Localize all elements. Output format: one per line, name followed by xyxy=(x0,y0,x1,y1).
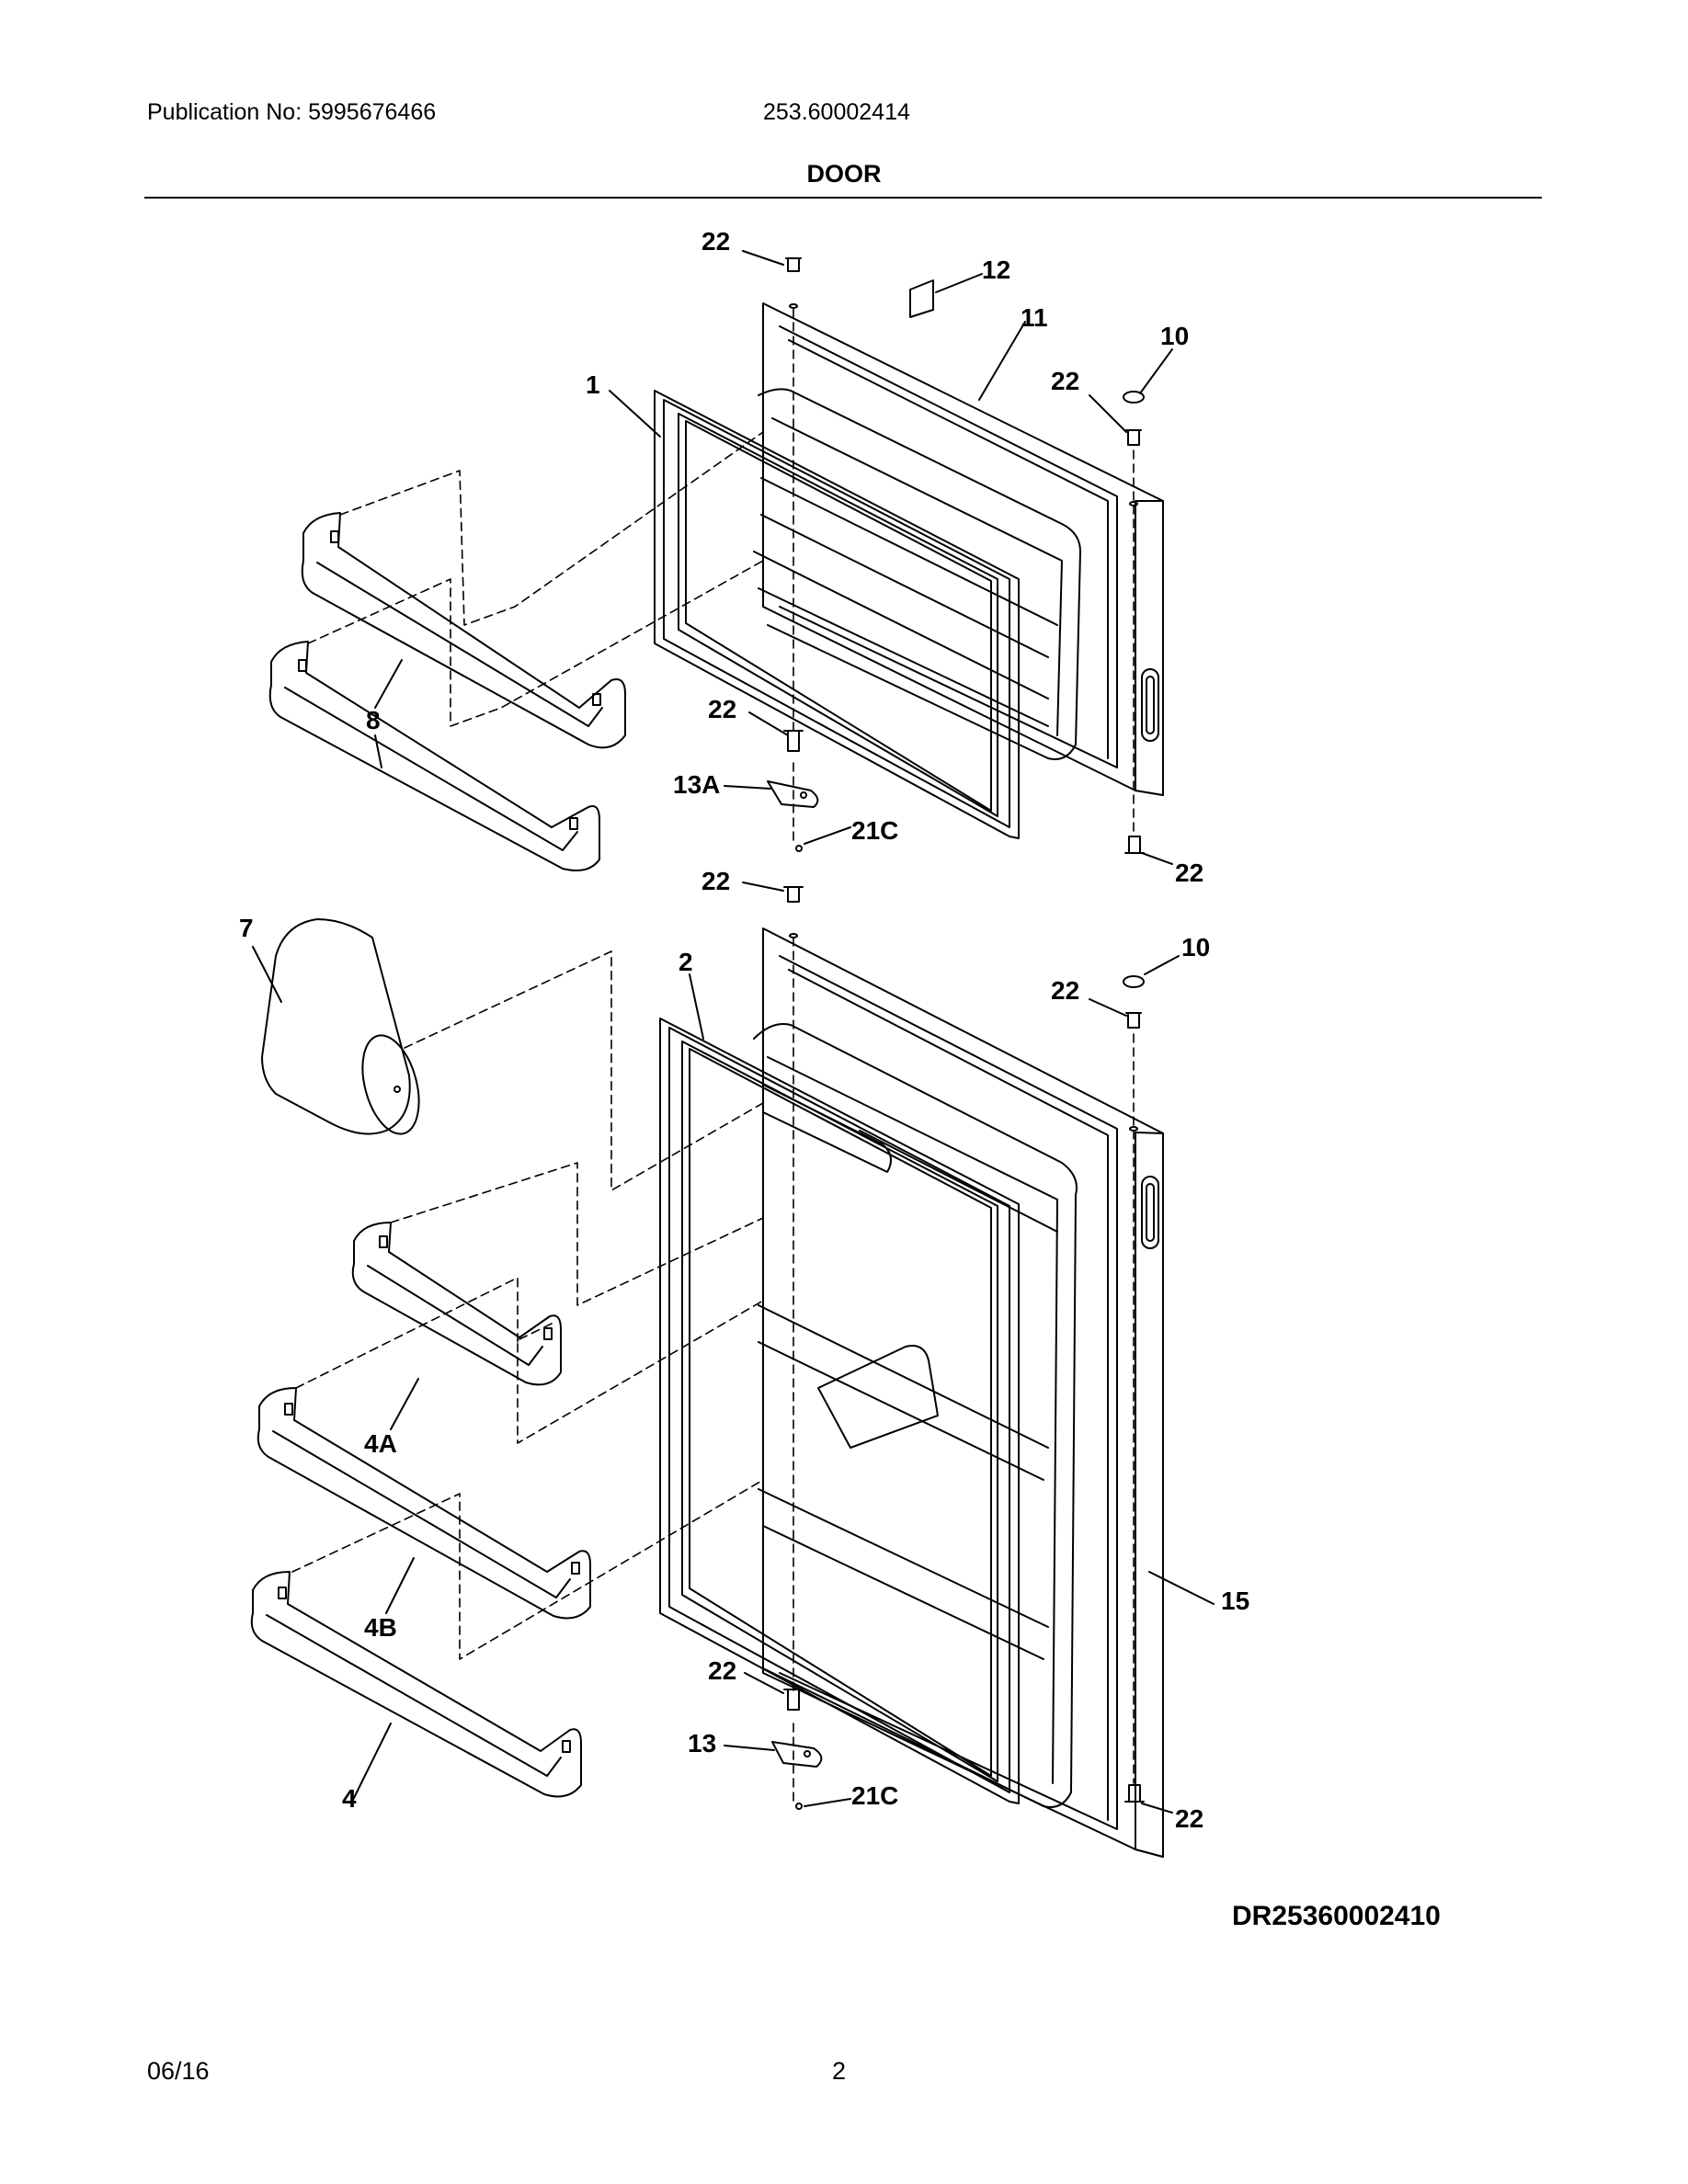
footer-date: 06/16 xyxy=(147,2057,210,2085)
freezer-door-gasket xyxy=(654,390,1020,839)
fresh-food-door-gasket xyxy=(659,1018,1020,1804)
callout-leaders xyxy=(252,250,1215,1814)
fresh-food-assembly-guides xyxy=(291,937,1135,1803)
fresh-food-door-shelves xyxy=(250,1222,591,1798)
callout-22: 22 xyxy=(1051,976,1080,1005)
callout-13a: 13A xyxy=(673,770,721,799)
callout-2: 2 xyxy=(679,948,693,976)
model-number: 253.60002414 xyxy=(763,99,910,125)
freezer-door-panel xyxy=(753,302,1164,796)
callout-22: 22 xyxy=(1175,1804,1204,1833)
callout-8: 8 xyxy=(366,706,381,734)
callout-4: 4 xyxy=(342,1784,357,1813)
freezer-assembly-guides xyxy=(307,308,1135,845)
callout-11: 11 xyxy=(1021,303,1048,332)
publication-number: Publication No: 5995676466 xyxy=(147,99,437,125)
callout-21c: 21C xyxy=(851,816,899,845)
fresh-food-hinge-hardware xyxy=(771,886,1145,1810)
callout-10: 10 xyxy=(1181,933,1211,961)
callout-10: 10 xyxy=(1160,322,1190,350)
freezer-hinge-hardware xyxy=(767,257,1145,854)
callout-4a: 4A xyxy=(364,1429,397,1458)
freezer-door-shelves xyxy=(268,512,626,871)
callout-22: 22 xyxy=(708,1656,737,1685)
callout-12: 12 xyxy=(982,256,1011,284)
callout-22: 22 xyxy=(1175,859,1204,887)
callout-15: 15 xyxy=(1221,1587,1250,1615)
callout-1: 1 xyxy=(586,370,600,399)
callout-22: 22 xyxy=(701,227,731,256)
page-number: 2 xyxy=(832,2057,847,2085)
callout-4b: 4B xyxy=(364,1613,397,1642)
page-title: DOOR xyxy=(806,160,882,188)
callout-22: 22 xyxy=(701,867,731,895)
callout-22: 22 xyxy=(708,695,737,723)
callout-13: 13 xyxy=(688,1729,717,1757)
callout-21c: 21C xyxy=(851,1781,899,1810)
callout-22: 22 xyxy=(1051,367,1080,395)
dairy-compartment-cover xyxy=(261,918,420,1135)
diagram-code: DR25360002410 xyxy=(1232,1901,1441,1931)
callout-7: 7 xyxy=(239,914,254,942)
header-rule xyxy=(144,197,1542,199)
fresh-food-door-panel xyxy=(753,927,1164,1858)
